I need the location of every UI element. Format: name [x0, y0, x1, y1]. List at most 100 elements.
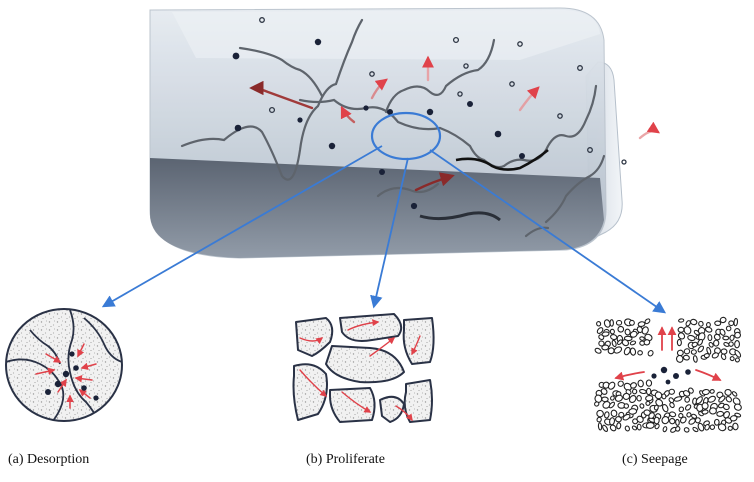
grain	[709, 389, 715, 394]
grain	[639, 336, 645, 341]
hollow-particles	[259, 17, 627, 165]
seepage-particles	[651, 366, 691, 385]
grain	[629, 330, 638, 338]
focus-circle	[370, 111, 442, 161]
grain	[596, 416, 602, 423]
grain	[644, 318, 651, 325]
grain	[594, 394, 603, 403]
grain	[610, 334, 618, 341]
grain	[707, 395, 716, 403]
grain	[598, 340, 605, 347]
grain	[610, 395, 615, 401]
grain	[734, 349, 742, 358]
grain	[594, 401, 600, 407]
grain	[600, 388, 608, 395]
grain	[678, 318, 685, 323]
grain	[615, 416, 622, 423]
panel-proliferate	[292, 313, 435, 423]
grain	[706, 346, 712, 355]
grain	[729, 356, 735, 362]
grain	[623, 403, 630, 409]
grain	[617, 380, 624, 387]
grain	[707, 334, 713, 342]
grain	[727, 425, 733, 431]
grain	[669, 402, 675, 409]
grain	[729, 334, 735, 341]
grain	[718, 395, 726, 403]
grain	[596, 321, 602, 327]
grain	[676, 338, 682, 347]
callout-arrows	[101, 145, 667, 314]
grain	[636, 415, 644, 423]
grain	[596, 409, 604, 418]
grain	[675, 425, 681, 432]
grain	[703, 353, 710, 359]
grain	[684, 404, 692, 411]
grain	[636, 423, 642, 431]
grain	[728, 341, 734, 347]
grain	[645, 400, 651, 406]
caption-desorption: (a) Desorption	[8, 452, 90, 467]
grain	[698, 320, 704, 327]
grain	[630, 382, 637, 389]
grain	[616, 422, 622, 430]
block-flow-arrows	[249, 55, 660, 192]
grain	[719, 316, 727, 324]
grain	[683, 348, 691, 355]
gas-particles	[232, 38, 525, 210]
grain	[668, 397, 675, 404]
grain	[602, 424, 609, 432]
grain	[647, 349, 654, 357]
grain	[677, 326, 685, 333]
grain	[716, 410, 725, 417]
caption-proliferate: (b) Proliferate	[306, 452, 385, 467]
grain	[720, 353, 727, 361]
grain	[708, 341, 714, 348]
grain	[734, 331, 742, 339]
grain	[713, 333, 721, 341]
grain	[637, 321, 646, 327]
caption-seepage: (c) Seepage	[622, 452, 688, 467]
coal-block	[149, 7, 660, 259]
grain	[643, 339, 651, 346]
grain	[717, 423, 727, 432]
grain	[677, 332, 686, 340]
grain	[653, 404, 659, 411]
grain	[636, 326, 644, 334]
grain	[614, 394, 623, 402]
grain	[645, 387, 652, 396]
grain	[713, 339, 720, 347]
panel-seepage	[594, 316, 742, 433]
grain	[725, 395, 733, 403]
grain	[692, 426, 699, 433]
grain	[621, 339, 630, 347]
grain	[713, 418, 720, 426]
grain	[623, 382, 632, 391]
grain	[645, 379, 653, 387]
grain	[616, 339, 623, 346]
grain	[678, 406, 685, 413]
grain	[601, 331, 610, 337]
grain	[724, 388, 732, 396]
grain	[609, 328, 615, 335]
grain	[661, 393, 667, 400]
grain	[601, 344, 610, 351]
grain	[690, 349, 697, 355]
grain	[709, 424, 716, 430]
grain	[725, 325, 732, 332]
grain	[628, 319, 635, 326]
grain	[608, 401, 616, 409]
grain	[615, 319, 623, 326]
grain	[734, 340, 741, 349]
grain	[720, 348, 728, 355]
grain	[636, 395, 642, 402]
grain	[732, 422, 739, 431]
grain	[641, 326, 649, 335]
callout-arrow-a	[101, 145, 383, 308]
grain	[688, 418, 696, 425]
grain	[675, 354, 684, 363]
grain	[704, 326, 713, 333]
grain	[594, 347, 602, 354]
grain	[683, 326, 692, 335]
